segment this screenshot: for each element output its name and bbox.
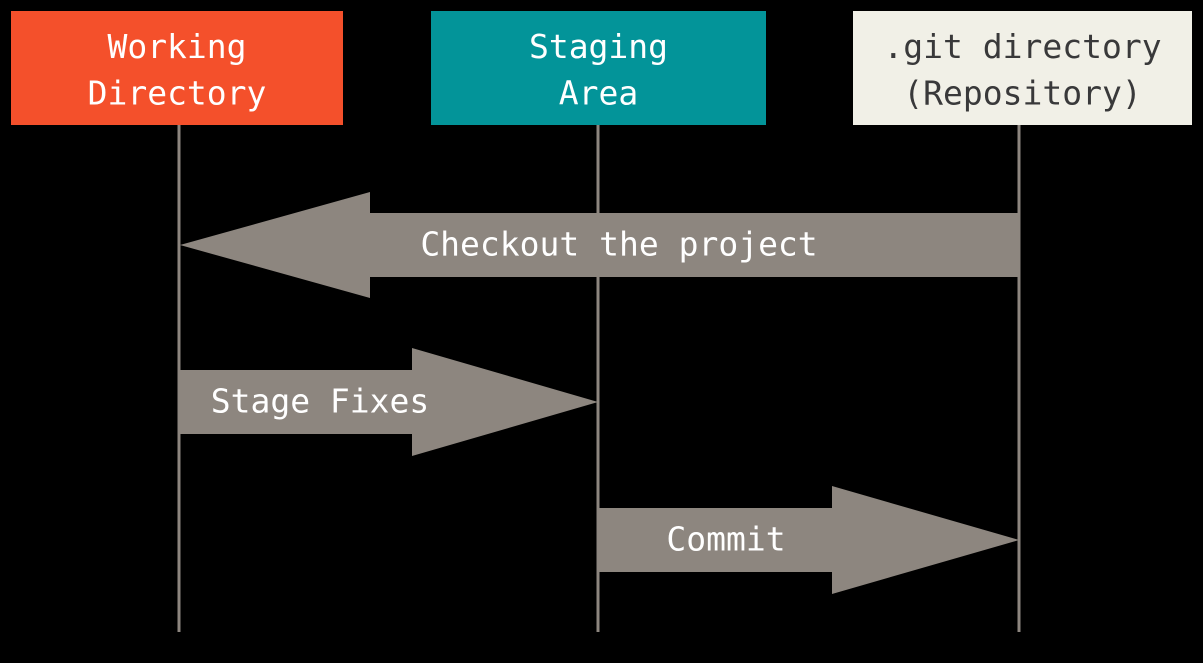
checkout-arrow-shape [180, 192, 1019, 298]
staging-area-title-line1: Staging [529, 27, 668, 66]
git-directory-box [853, 11, 1192, 125]
working-directory-title-line2: Directory [88, 73, 267, 112]
git-directory-title-line1: .git directory [883, 27, 1161, 66]
node-staging-area[interactable]: Staging Area [431, 11, 766, 125]
working-directory-box [11, 11, 343, 125]
git-directory-title-line2: (Repository) [903, 73, 1141, 112]
checkout-arrow[interactable]: Checkout the project [180, 192, 1019, 298]
staging-area-title-line2: Area [559, 73, 638, 112]
staging-area-box [431, 11, 766, 125]
stage-fixes-arrow-label: Stage Fixes [211, 382, 430, 421]
stage-fixes-arrow-shape [179, 348, 598, 456]
node-working-directory[interactable]: Working Directory [11, 11, 343, 125]
lifeline-git-directory [1017, 125, 1021, 632]
commit-arrow-shape [599, 486, 1019, 594]
nodes-group: Working Directory Staging Area .git dire… [11, 11, 1192, 125]
node-git-directory[interactable]: .git directory (Repository) [853, 11, 1192, 125]
commit-arrow[interactable]: Commit [599, 486, 1019, 594]
lifeline-staging-area [596, 125, 600, 632]
working-directory-title-line1: Working [107, 27, 246, 66]
stage-fixes-arrow[interactable]: Stage Fixes [179, 348, 598, 456]
commit-arrow-label: Commit [666, 520, 785, 559]
arrows-group: Checkout the project Stage Fixes Commit [179, 192, 1019, 594]
checkout-arrow-label: Checkout the project [420, 225, 817, 264]
